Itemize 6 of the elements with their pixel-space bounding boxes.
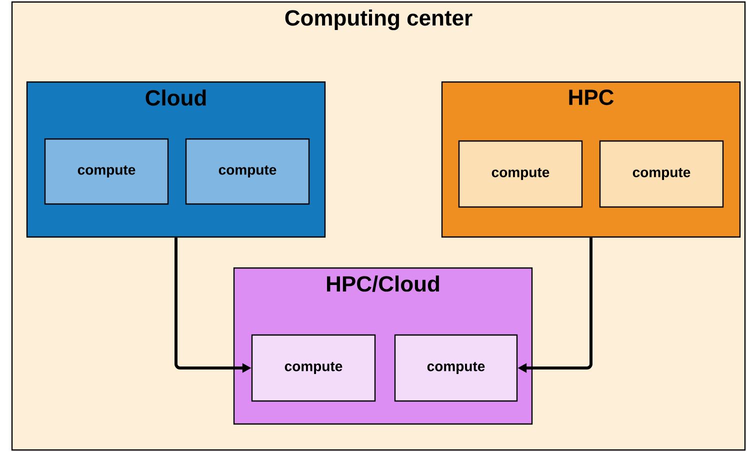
compute-box: compute xyxy=(394,334,518,402)
compute-box: compute xyxy=(599,140,724,208)
compute-box: compute xyxy=(185,138,310,205)
compute-box: compute xyxy=(251,334,376,402)
compute-box: compute xyxy=(458,140,583,208)
compute-box: compute xyxy=(44,138,169,205)
